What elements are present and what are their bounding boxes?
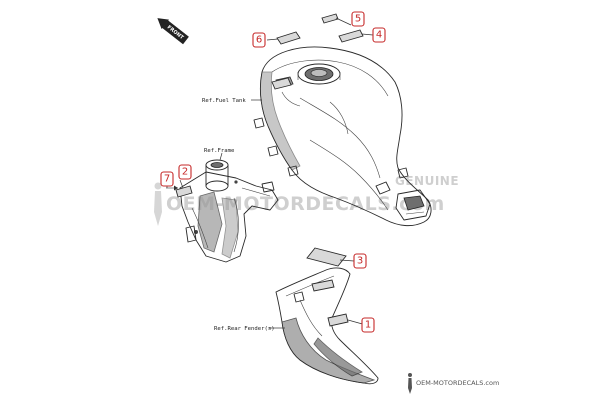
footer-text: OEM-MOTORDECALS.com [416,379,499,387]
decal-7 [166,185,178,191]
callout-6: 6 [252,32,266,48]
callout-7-label: 7 [164,174,170,185]
callout-4-label: 4 [376,30,382,41]
callout-5: 5 [351,11,365,27]
callout-6-label: 6 [256,35,262,46]
callout-1-label: 1 [365,320,371,331]
fuel-cap [297,63,341,85]
decal-5 [321,13,339,24]
callout-7: 7 [160,171,174,187]
ref-frame-label: Ref.Frame [204,148,235,154]
front-direction-indicator: FRONT [157,18,189,45]
footer-logo: OEM-MOTORDECALS.com [408,373,499,394]
leader-lines [166,17,374,329]
callout-3: 3 [353,253,367,269]
ref-rear-fender-label: Ref.Rear Fender(s) [214,326,275,332]
frame [179,159,279,263]
callout-2: 2 [178,164,192,180]
rear-fender [275,267,379,385]
footer-figure-icon [408,373,412,394]
decal-2 [175,185,193,198]
callout-2-label: 2 [182,167,188,178]
front-arrow-icon [157,18,169,30]
callout-1: 1 [361,317,375,333]
callout-5-label: 5 [355,14,361,25]
watermark-figure-icon [154,182,162,226]
decal-3 [306,247,347,292]
tank-rear-bracket [395,189,431,221]
steering-head [205,159,229,192]
callout-3-label: 3 [357,256,363,267]
decal-4 [338,29,364,43]
callout-4: 4 [372,27,386,43]
watermark-brand: GENUINE [395,174,459,188]
decal-1 [327,313,349,327]
decal-6 [271,31,301,90]
ref-fuel-tank-label: Ref.Fuel Tank [202,98,246,104]
